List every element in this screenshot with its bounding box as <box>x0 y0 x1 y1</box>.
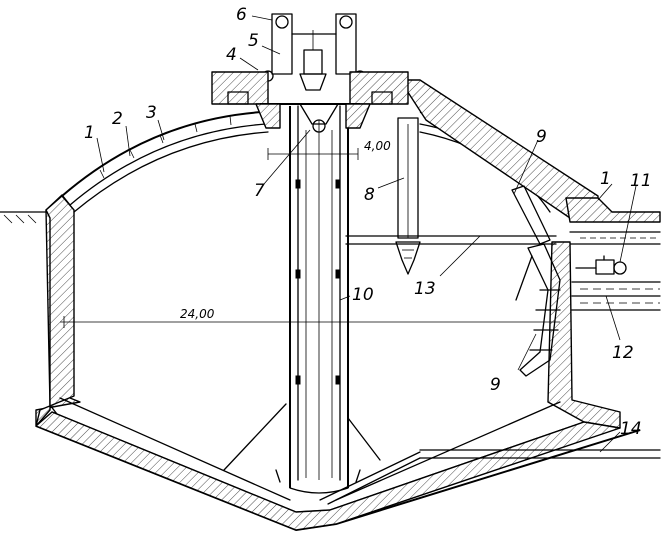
right-wall <box>547 241 621 429</box>
dimension-tank-label: 24,00 <box>180 307 215 321</box>
bottom-cone-hatch <box>35 411 621 531</box>
dome-outer-inner <box>69 123 267 206</box>
dome-inner <box>73 131 269 213</box>
label-9-bottom: 9 <box>490 375 501 395</box>
label-2: 2 <box>112 109 123 129</box>
dimension-tank: 24,00 <box>60 307 560 328</box>
label-6: 6 <box>236 5 247 25</box>
pipe-8 <box>395 117 421 275</box>
label-11: 11 <box>630 171 652 191</box>
label-1: 1 <box>84 123 95 143</box>
pipe-14 <box>319 449 661 505</box>
label-8: 8 <box>364 185 375 205</box>
pipe-12 <box>571 281 661 311</box>
label-12: 12 <box>612 343 634 363</box>
label-3: 3 <box>146 103 157 123</box>
label-7: 7 <box>254 181 265 201</box>
label-5: 5 <box>248 31 259 51</box>
label-1-right: 1 <box>600 169 611 189</box>
label-9-top: 9 <box>536 127 547 147</box>
central-shaft <box>275 105 361 494</box>
ground-line-left <box>0 211 47 224</box>
label-10: 10 <box>352 285 374 305</box>
dome-outer <box>61 111 263 197</box>
leader-lines <box>96 15 637 453</box>
label-4: 4 <box>226 45 237 65</box>
valve-11 <box>575 255 627 275</box>
top-structure <box>211 13 409 133</box>
outlet-structure <box>565 197 661 223</box>
hangers-9 <box>511 185 561 377</box>
left-wall-body <box>35 195 75 427</box>
pipe-13 <box>345 235 557 245</box>
label-14: 14 <box>620 419 642 439</box>
dimension-shaft-label: 4,00 <box>364 139 391 153</box>
dimension-shaft: 4,00 <box>267 139 391 160</box>
label-13: 13 <box>414 279 436 299</box>
